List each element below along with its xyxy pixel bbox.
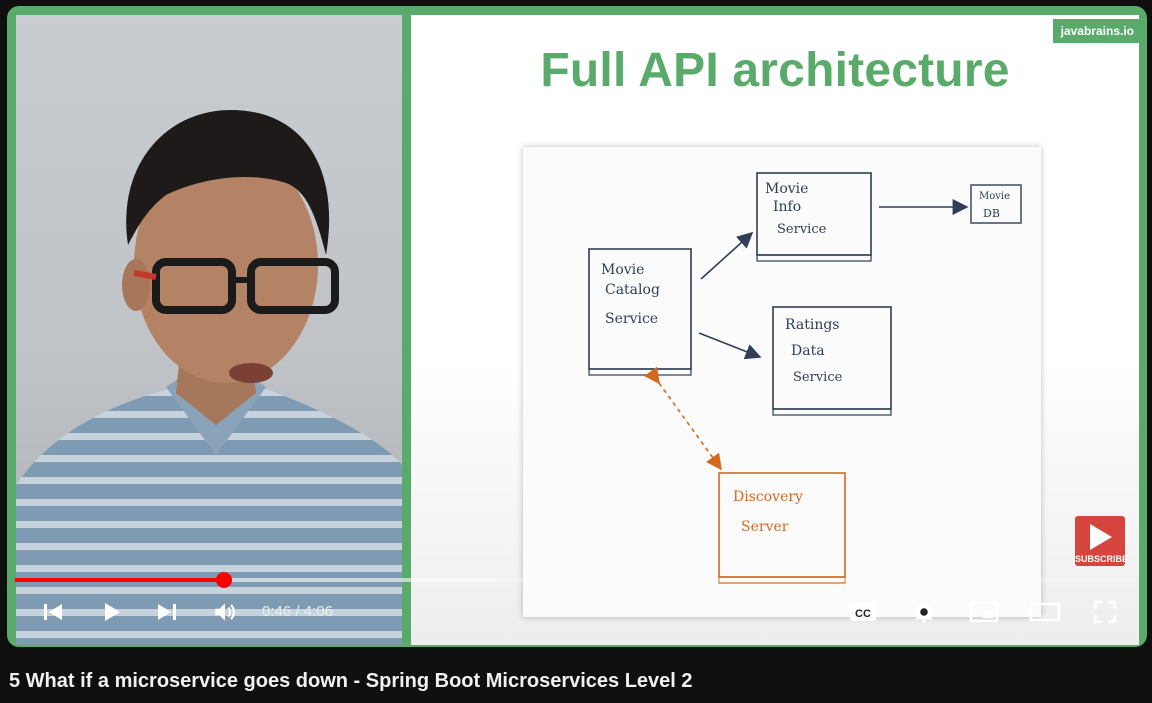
- presenter-image: [16, 110, 402, 645]
- catalog-line-2: Catalog: [605, 282, 660, 298]
- time-display: 0:46 / 4:06: [262, 602, 333, 622]
- info-line-1: Movie: [765, 181, 808, 197]
- gear-icon[interactable]: [906, 595, 942, 629]
- arrow-catalog-to-info: [700, 231, 754, 280]
- skip-previous-icon[interactable]: [36, 595, 70, 629]
- arrow-catalog-discovery: [644, 366, 722, 471]
- catalog-line-3: Service: [605, 311, 658, 327]
- time-separator: /: [295, 603, 300, 620]
- catalog-line-1: Movie: [601, 262, 644, 278]
- miniplayer-icon[interactable]: [966, 595, 1002, 629]
- arrow-catalog-to-ratings: [698, 332, 762, 360]
- diagram-box-movie-catalog-service: Movie Catalog Service: [588, 248, 692, 376]
- diagram-box-movie-info-service: Movie Info Service: [756, 172, 872, 262]
- info-line-2: Info: [773, 199, 801, 215]
- progress-played: [15, 578, 225, 582]
- diagram-box-ratings-data-service: Ratings Data Service: [772, 306, 892, 416]
- info-line-3: Service: [777, 222, 827, 237]
- video-player[interactable]: Full API architecture Movie Catalog: [7, 6, 1147, 647]
- current-time: 0:46: [262, 603, 292, 620]
- fullscreen-icon[interactable]: [1088, 595, 1122, 629]
- progress-scrubber[interactable]: [216, 572, 233, 588]
- presenter-webcam: [16, 15, 402, 645]
- progress-bar[interactable]: [15, 572, 1133, 588]
- svg-text:CC: CC: [855, 608, 871, 620]
- subscribe-button[interactable]: SUBSCRIBE: [1075, 516, 1129, 566]
- diagram-box-discovery-server: Discovery Server: [718, 472, 846, 584]
- progress-buffered: [15, 578, 496, 582]
- db-line-2: DB: [983, 207, 1000, 220]
- play-icon[interactable]: [94, 595, 128, 629]
- diagram-box-movie-db: Movie DB: [970, 184, 1022, 224]
- volume-icon[interactable]: [208, 595, 242, 629]
- cc-icon[interactable]: CC: [846, 595, 880, 629]
- ratings-line-2: Data: [791, 343, 825, 359]
- discovery-line-1: Discovery: [733, 489, 803, 505]
- architecture-diagram: Movie Catalog Service Movie Info Service…: [523, 147, 1041, 617]
- discovery-line-2: Server: [741, 519, 789, 535]
- skip-next-icon[interactable]: [150, 595, 184, 629]
- lecture-slide: Full API architecture Movie Catalog: [411, 15, 1139, 645]
- channel-watermark[interactable]: javabrains.io: [1052, 19, 1142, 43]
- theater-mode-icon[interactable]: [1026, 595, 1064, 629]
- ratings-line-1: Ratings: [785, 317, 839, 333]
- video-title: 5 What if a microservice goes down - Spr…: [9, 670, 693, 692]
- ratings-line-3: Service: [793, 370, 843, 385]
- db-line-1: Movie: [979, 191, 1010, 202]
- duration: 4:06: [303, 603, 333, 620]
- play-logo-icon: [1090, 524, 1112, 550]
- slide-title: Full API architecture: [540, 44, 1010, 97]
- subscribe-label: SUBSCRIBE: [1075, 554, 1129, 564]
